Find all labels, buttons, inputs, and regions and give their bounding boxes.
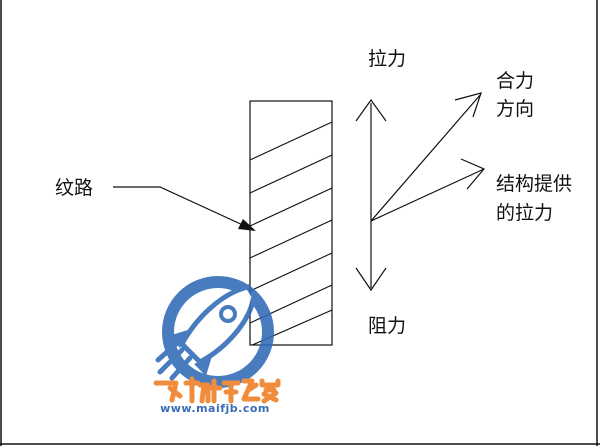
resultant-label-line2: 方向 bbox=[496, 98, 535, 120]
rocket-icon bbox=[155, 284, 257, 381]
structural-force-arrow bbox=[370, 158, 485, 222]
texture-leader-arrow bbox=[113, 186, 256, 231]
structural-label-line1: 结构提供 bbox=[496, 173, 573, 195]
pull-force-label: 拉力 bbox=[368, 48, 407, 70]
texture-line bbox=[250, 187, 332, 227]
watermark-brand-lettering bbox=[153, 376, 281, 404]
texture-line bbox=[250, 252, 332, 292]
vertical-force-arrow bbox=[355, 98, 387, 292]
resultant-force-arrow bbox=[370, 92, 482, 222]
textured-block bbox=[249, 100, 333, 346]
watermark-url: www.maifjb.com bbox=[160, 402, 270, 415]
resistance-label: 阻力 bbox=[368, 315, 407, 337]
resultant-label-line1: 合力 bbox=[496, 70, 535, 92]
texture-lines bbox=[250, 121, 332, 345]
texture-label: 纹路 bbox=[55, 177, 94, 199]
texture-line bbox=[250, 219, 332, 259]
texture-line bbox=[250, 154, 332, 194]
watermark-ring bbox=[162, 276, 274, 388]
structural-label-line2: 的拉力 bbox=[496, 202, 554, 224]
texture-line bbox=[250, 121, 332, 161]
